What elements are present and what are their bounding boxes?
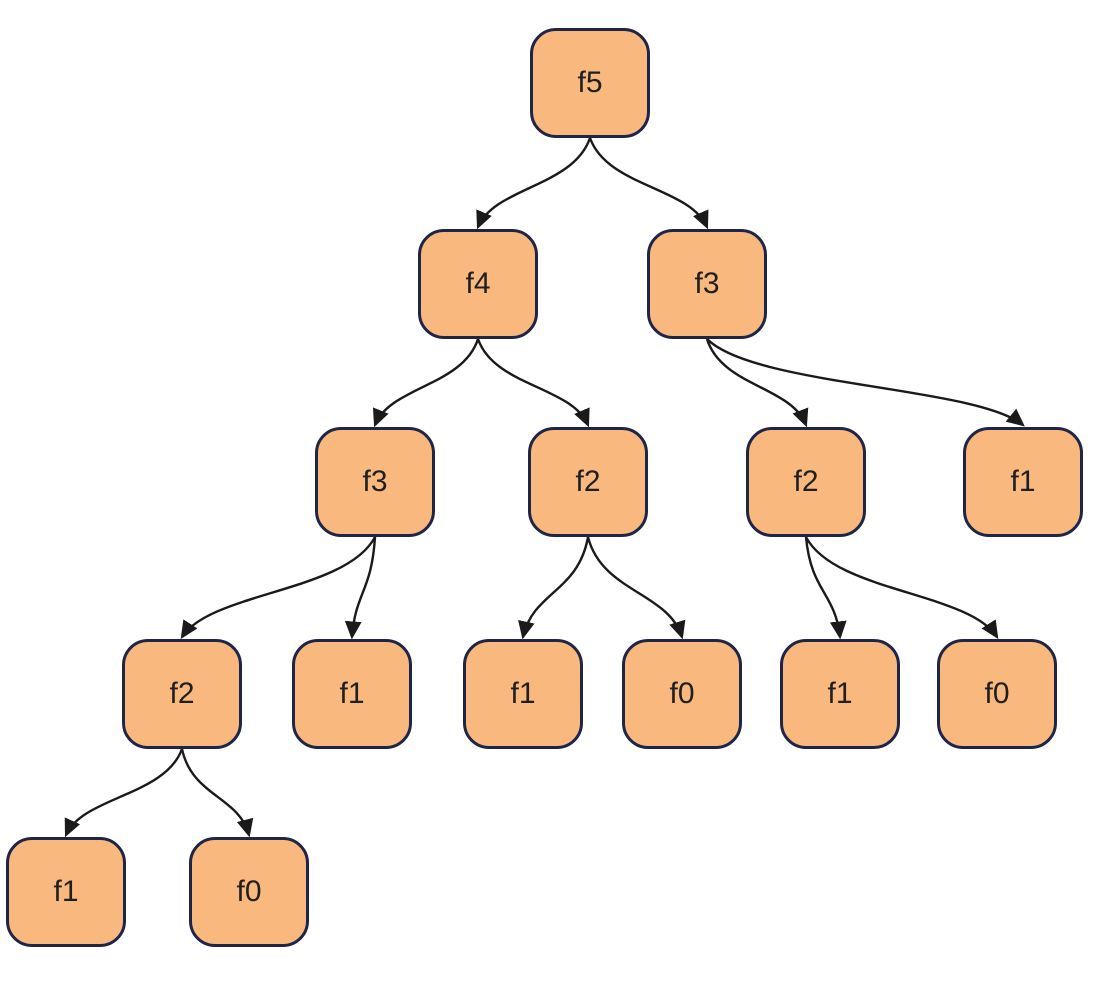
edge-n4-n9 [518, 536, 590, 640]
tree-node-n0: f5 [530, 28, 650, 138]
tree-node-n14: f0 [189, 837, 309, 947]
tree-node-n3: f3 [315, 427, 435, 537]
tree-node-n10: f0 [622, 639, 742, 749]
edge-n3-n8 [344, 536, 377, 640]
tree-node-n13: f1 [6, 837, 126, 947]
tree-node-n8: f1 [292, 639, 412, 749]
edge-n7-n13 [64, 748, 184, 838]
tree-node-n6: f1 [963, 427, 1083, 537]
tree-node-n9: f1 [463, 639, 583, 749]
edge-n2-n5 [705, 338, 809, 428]
edge-n5-n12 [804, 536, 999, 640]
edge-n7-n14 [180, 748, 254, 838]
tree-node-n4: f2 [528, 427, 648, 537]
edge-n1-n3 [373, 338, 480, 428]
edge-n0-n2 [588, 137, 709, 230]
tree-node-n11: f1 [780, 639, 900, 749]
tree-node-n1: f4 [418, 229, 538, 339]
tree-node-n5: f2 [746, 427, 866, 537]
edge-n0-n1 [476, 137, 592, 230]
edge-n1-n4 [476, 338, 590, 428]
tree-node-n12: f0 [937, 639, 1057, 749]
edge-n5-n11 [804, 536, 847, 640]
edge-n3-n7 [180, 536, 377, 640]
tree-node-n2: f3 [647, 229, 767, 339]
edge-n4-n10 [586, 536, 686, 640]
edge-n2-n6 [706, 338, 1025, 427]
tree-node-n7: f2 [122, 639, 242, 749]
